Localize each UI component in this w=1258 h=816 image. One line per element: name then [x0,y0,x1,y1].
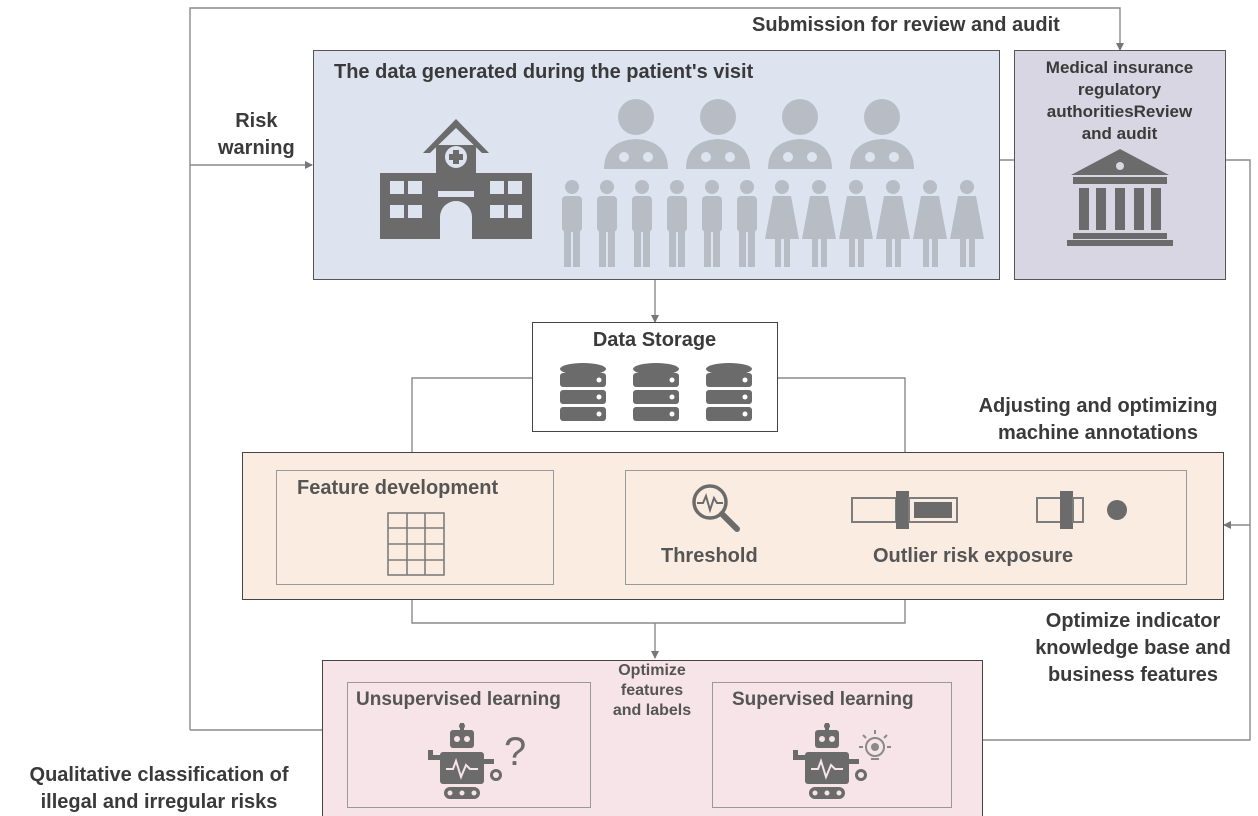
threshold-outlier-box: Threshold Outlier risk exposure [625,470,1187,585]
database-icons [560,363,752,421]
learning-panel: Unsupervised learning ? Optimize feature… [322,660,983,816]
patient-visit-panel: The data generated during the patient's … [313,50,1000,280]
feature-development-label: Feature development [297,477,499,499]
insurance-authority-panel: Medical insurance regulatory authorities… [1014,50,1226,280]
review-audit-arrow [189,7,1124,730]
supervised-learning-label: Supervised learning [732,689,914,710]
unsupervised-learning-box: Unsupervised learning ? [347,682,591,808]
storage-to-feature-arrow [408,377,532,466]
unsupervised-learning-label: Unsupervised learning [356,689,561,710]
optimize-features-labels: Optimize features and labels [612,662,692,719]
review-audit-label: Submission for review and audit [752,14,1060,36]
patient-visit-title: The data generated during the patient's … [334,61,754,83]
hospital-icon [380,119,532,239]
qualitative-classification-label: Qualitative classification of illegal an… [29,764,289,813]
authority-title: Medical insurance regulatory authorities… [1045,58,1194,143]
data-storage-box: Data Storage [532,322,778,432]
outlier-point-icon [1036,491,1127,529]
robot-question-icon: ? [428,723,526,799]
outlier-boxplot-icon [851,491,958,529]
svg-text:?: ? [504,730,526,774]
magnifier-pulse-icon [692,484,740,532]
feature-engineering-panel: Feature development Threshold [242,452,1224,600]
adjust-annotations-label: Adjusting and optimizing machine annotat… [978,395,1218,444]
patients-icon [562,180,984,267]
optimize-knowledge-label: Optimize indicator knowledge base and bu… [1035,610,1231,686]
table-grid-icon [387,512,445,576]
government-building-icon [1067,149,1173,246]
doctors-icon [604,99,914,169]
data-storage-title: Data Storage [592,329,717,351]
robot-lightbulb-icon [793,723,891,799]
feature-development-box: Feature development [276,470,554,585]
risk-warning-label: Risk warning [218,110,295,159]
storage-to-threshold-arrow [778,377,909,466]
threshold-label: Threshold [661,545,758,567]
outlier-risk-label: Outlier risk exposure [873,545,1074,567]
merge-line [411,588,906,624]
supervised-learning-box: Supervised learning [712,682,952,808]
